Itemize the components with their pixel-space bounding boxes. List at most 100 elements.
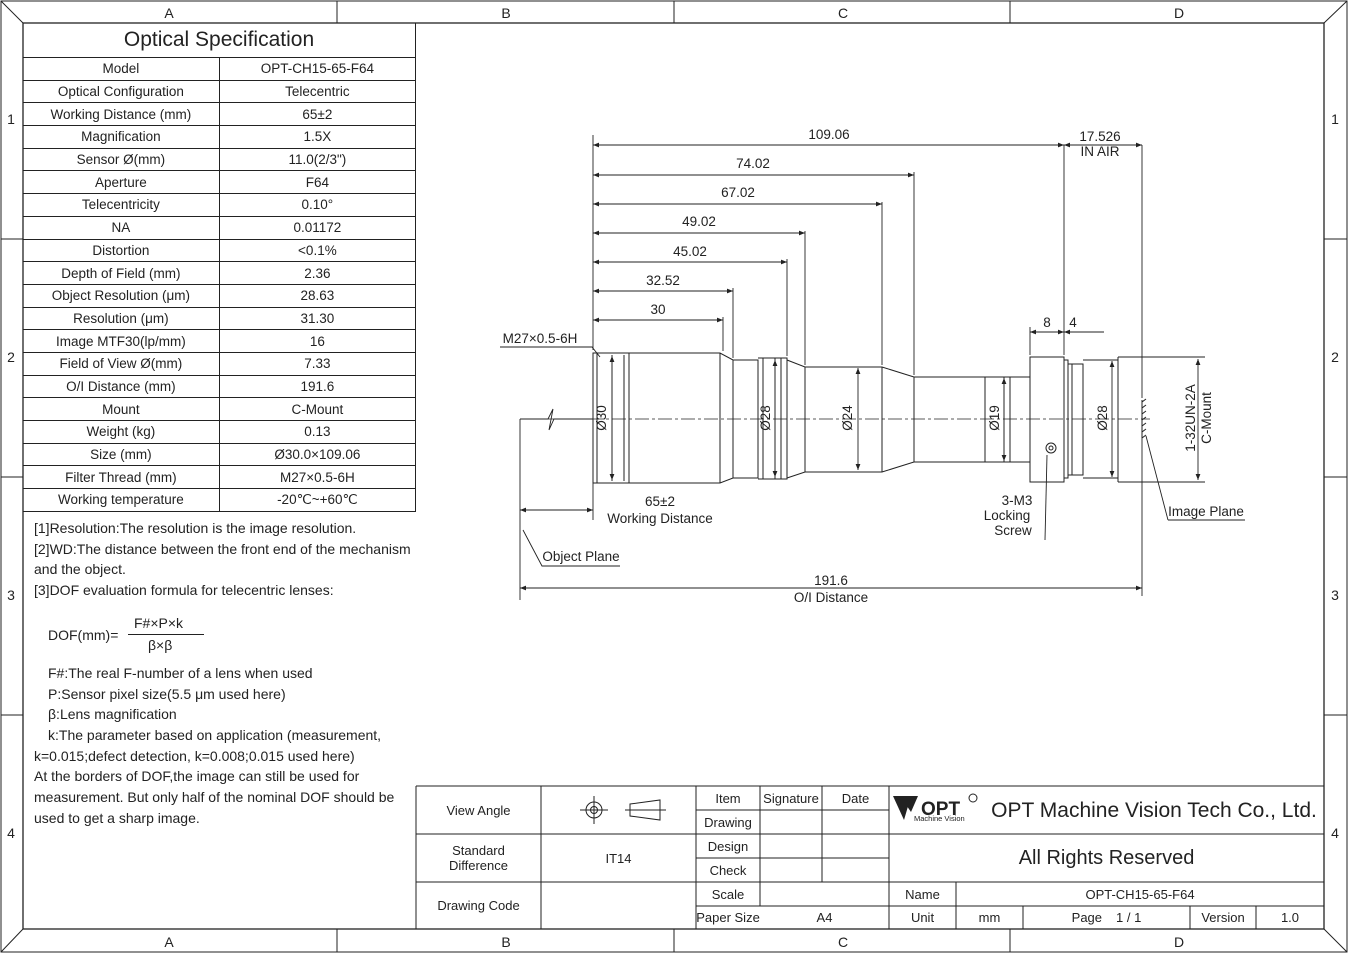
paper-size-value: A4 [816,910,833,925]
dim-45-02: 45.02 [673,244,707,259]
note-k-cont: k=0.015;defect detection, k=0.008;0.015 … [34,747,355,764]
col-label-a-bottom: A [164,934,174,950]
signature-label: Signature [763,790,819,806]
spec-row: Field of View Ø(mm)7.33 [23,351,417,376]
name-label: Name [905,886,940,902]
image-plane-label: Image Plane [1168,504,1244,519]
row-label-1-right: 1 [1331,111,1339,127]
spec-key: Working temperature [23,488,220,512]
company-name: OPT Machine Vision Tech Co., Ltd. [991,798,1317,822]
spec-row: Depth of Field (mm)2.36 [23,261,417,285]
dia-28-rear-label: Ø28 [1095,405,1110,431]
col-label-a-top: A [164,5,174,21]
wd-label: Working Distance [607,511,713,526]
spec-key: Weight (kg) [23,420,220,444]
row-label-4-right: 4 [1331,825,1339,841]
note-wd: [2]WD:The distance between the front end… [34,540,411,557]
logo-subtext: Machine Vision [914,814,965,823]
spec-key: Magnification [23,125,220,149]
dim-109-06: 109.06 [808,127,849,142]
screw-label-1: 3-M3 [1002,493,1033,508]
spec-value: 0.10° [218,193,417,217]
col-label-b-top: B [501,5,510,21]
wd-value: 65±2 [645,494,675,509]
paper-size-label: Paper Size [696,910,760,925]
spec-value: Ø30.0×109.06 [218,442,417,467]
spec-key: Aperture [23,170,220,195]
spec-value: C-Mount [218,397,417,421]
std-diff-value: IT14 [605,850,632,866]
mount-thread-label: 1-32UN-2A [1183,384,1198,452]
spec-key: Image MTF30(lp/mm) [23,329,220,353]
dia-19-label: Ø19 [987,405,1002,431]
note-border-cont: measurement. But only half of the nomina… [34,789,395,806]
spec-row: Size (mm)Ø30.0×109.06 [23,442,417,467]
dim-17-526: 17.526 [1079,129,1120,144]
spec-row: Weight (kg)0.13 [23,420,417,444]
spec-value: 7.33 [218,351,417,376]
dim-in-air-label: IN AIR [1080,144,1119,159]
row-label-2-left: 2 [7,349,15,365]
object-plane-label: Object Plane [542,549,619,564]
design-label: Design [707,838,749,854]
logo-text: OPT [921,799,960,820]
spec-key: Working Distance (mm) [23,102,220,127]
formula-numerator: F#×P×k [134,614,184,631]
dim-32-52: 32.52 [646,273,680,288]
drawing-code-label: Drawing Code [437,898,520,913]
mount-name-label: C-Mount [1199,392,1214,444]
oi-distance-value: 191.6 [814,573,848,588]
spec-key: Mount [23,397,220,421]
note-magnification: β:Lens magnification [48,706,177,723]
page-label: Page [1071,910,1103,925]
spec-key: Sensor Ø(mm) [23,147,220,172]
spec-row: Object Resolution (μm)28.63 [23,283,417,308]
spec-key: Object Resolution (μm) [23,283,220,308]
row-label-3-left: 3 [7,587,15,603]
version-value: 1.0 [1280,910,1300,925]
spec-row: Image MTF30(lp/mm)16 [23,329,417,353]
spec-value: M27×0.5-6H [218,465,417,490]
lens-outline [520,352,1150,484]
dia-24-label: Ø24 [840,405,855,431]
rights-text: All Rights Reserved [1018,846,1195,869]
name-value: OPT-CH15-65-F64 [1085,886,1195,902]
spec-value: 0.01172 [218,215,417,240]
spec-value: <0.1% [218,238,417,263]
row-label-2-right: 2 [1331,349,1339,365]
page-field: Page 1 / 1 [1023,906,1190,929]
row-label-4-left: 4 [7,825,15,841]
spec-key: Optical Configuration [23,79,220,104]
unit-value: mm [978,910,1001,925]
scale-label: Scale [711,886,745,902]
std-diff-line2: Difference [448,858,508,873]
screw-label-3: Screw [994,523,1032,538]
col-label-c-top: C [838,5,848,21]
dia-28-front-label: Ø28 [758,405,773,431]
dim-74-02: 74.02 [736,156,770,171]
spec-key: Field of View Ø(mm) [23,351,220,376]
note-k: k:The parameter based on application (me… [48,726,382,743]
spec-value: 16 [218,329,417,353]
std-diff-line1: Standard [452,843,505,858]
col-label-d-top: D [1174,5,1184,21]
spec-value: Telecentric [218,79,417,104]
note-border: At the borders of DOF,the image can stil… [34,768,360,785]
spec-value: -20℃~+60℃ [218,488,417,512]
dim-4: 4 [1069,315,1077,330]
spec-value: F64 [218,170,417,195]
spec-row: O/I Distance (mm)191.6 [23,374,417,399]
row-label-1-left: 1 [7,111,15,127]
col-label-d-bottom: D [1174,934,1184,950]
spec-key: NA [23,215,220,240]
opt-logo-icon: OPT Machine Vision [893,793,978,823]
dim-67-02: 67.02 [721,185,755,200]
spec-key: Size (mm) [23,442,220,467]
spec-key: Distortion [23,238,220,263]
